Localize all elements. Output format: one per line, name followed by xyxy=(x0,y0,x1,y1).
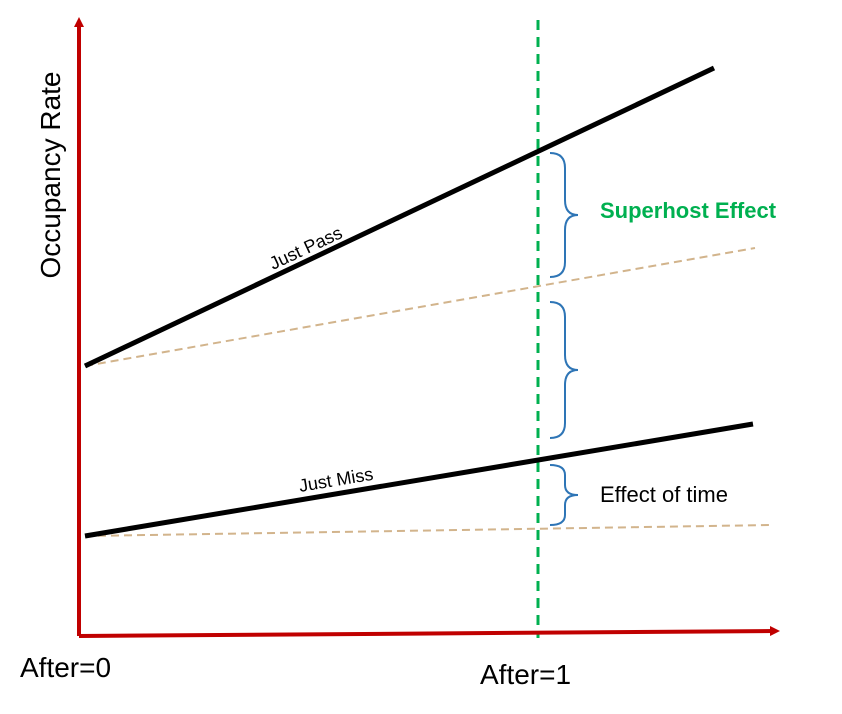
just-miss-counterfactual-line xyxy=(84,524,773,537)
just-pass-line xyxy=(83,65,716,369)
superhost-effect-brace xyxy=(549,152,579,278)
just-pass-counterfactual-line xyxy=(84,247,756,367)
x-tick-after-0: After=0 xyxy=(20,652,111,683)
middle-brace xyxy=(549,301,579,439)
effect-of-time-brace xyxy=(549,464,579,526)
just-miss-line xyxy=(84,421,754,539)
y-axis-label: Occupancy Rate xyxy=(35,72,66,279)
superhost-effect-label: Superhost Effect xyxy=(600,198,777,223)
effect-of-time-label: Effect of time xyxy=(600,482,728,507)
x-tick-after-1: After=1 xyxy=(480,659,571,690)
x-axis xyxy=(78,626,780,638)
